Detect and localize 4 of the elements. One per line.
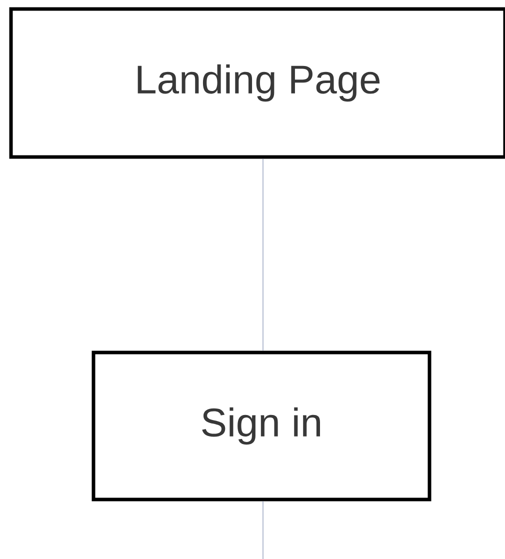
connector-line	[262, 500, 264, 559]
connector-line	[262, 158, 264, 352]
page-box: Landing Page	[9, 7, 505, 159]
page-box: Sign in	[92, 350, 432, 502]
